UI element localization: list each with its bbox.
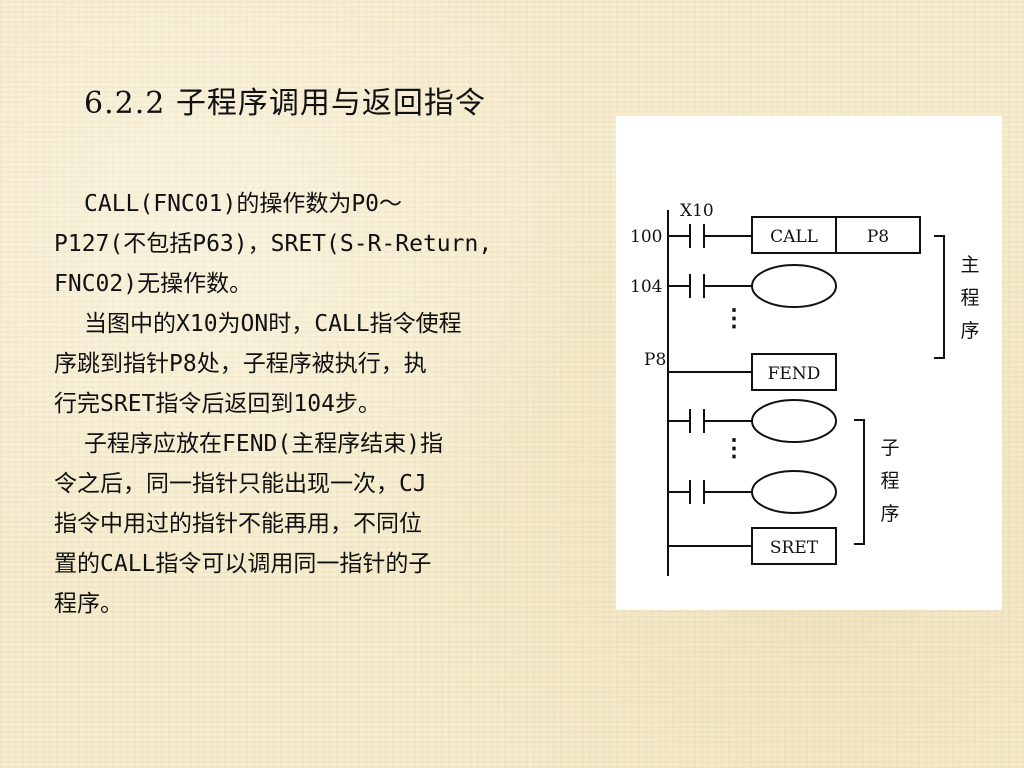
output-coil — [751, 470, 837, 514]
p3-line-5: 程序。 — [54, 591, 123, 617]
sret-instruction-box — [751, 527, 837, 565]
p3-line-3: 指令中用过的指针不能再用，不同位 — [54, 511, 422, 537]
fend-instruction-box — [751, 353, 837, 391]
sret-instruction-label: SRET — [770, 538, 819, 558]
p1-line-1: CALL(FNC01)的操作数为P0～ — [84, 191, 403, 217]
p3-line-2: 令之后，同一指针只能出现一次，CJ — [54, 471, 427, 497]
main-program-label-char: 序 — [960, 320, 979, 342]
body-text: CALL(FNC01)的操作数为P0～ P127(不包括P63)，SRET(S-… — [54, 184, 620, 624]
call-instruction-label: CALL — [770, 227, 818, 247]
p3-line-1: 子程序应放在FEND(主程序结束)指 — [84, 431, 444, 457]
subroutine-label-char: 序 — [880, 503, 899, 525]
p1-line-2: P127(不包括P63)，SRET(S-R-Return, — [54, 231, 493, 257]
paragraph-1: CALL(FNC01)的操作数为P0～ P127(不包括P63)，SRET(S-… — [54, 184, 620, 304]
subroutine-bracket — [854, 419, 865, 545]
ladder-diagram: X10 100 104 P8 CALL P8 FEND SRET ⋮ ⋮ 主 程… — [616, 116, 1002, 610]
subroutine-label-char: 程 — [880, 470, 899, 492]
x10-contact-label: X10 — [680, 201, 714, 221]
paragraph-3: 子程序应放在FEND(主程序结束)指 令之后，同一指针只能出现一次，CJ 指令中… — [54, 424, 620, 624]
p3-line-4: 置的CALL指令可以调用同一指针的子 — [54, 551, 432, 577]
main-program-label-char: 程 — [960, 287, 979, 309]
p2-line-2: 序跳到指针P8处，子程序被执行，执 — [54, 351, 427, 377]
fend-instruction-label: FEND — [768, 364, 821, 384]
ellipsis-icon: ⋮ — [722, 303, 746, 332]
ladder-diagram-svg: X10 100 104 P8 CALL P8 FEND SRET ⋮ ⋮ 主 程… — [630, 201, 980, 576]
output-coil — [751, 399, 837, 443]
p2-line-1: 当图中的X10为ON时，CALL指令使程 — [84, 311, 462, 337]
call-operand-label: P8 — [867, 227, 889, 247]
p1-line-3: FNC02)无操作数。 — [54, 271, 253, 297]
pointer-label-p8: P8 — [644, 350, 666, 370]
main-program-label-char: 主 — [960, 254, 979, 276]
paragraph-2: 当图中的X10为ON时，CALL指令使程 序跳到指针P8处，子程序被执行，执 行… — [54, 304, 620, 424]
step-label-104: 104 — [630, 277, 662, 297]
step-label-100: 100 — [630, 227, 662, 247]
main-program-bracket — [934, 235, 945, 359]
subroutine-label-char: 子 — [880, 437, 899, 459]
slide-title: 6.2.2 子程序调用与返回指令 — [84, 86, 486, 121]
p2-line-3: 行完SRET指令后返回到104步。 — [54, 391, 381, 417]
ellipsis-icon: ⋮ — [722, 433, 746, 462]
output-coil — [751, 264, 837, 308]
